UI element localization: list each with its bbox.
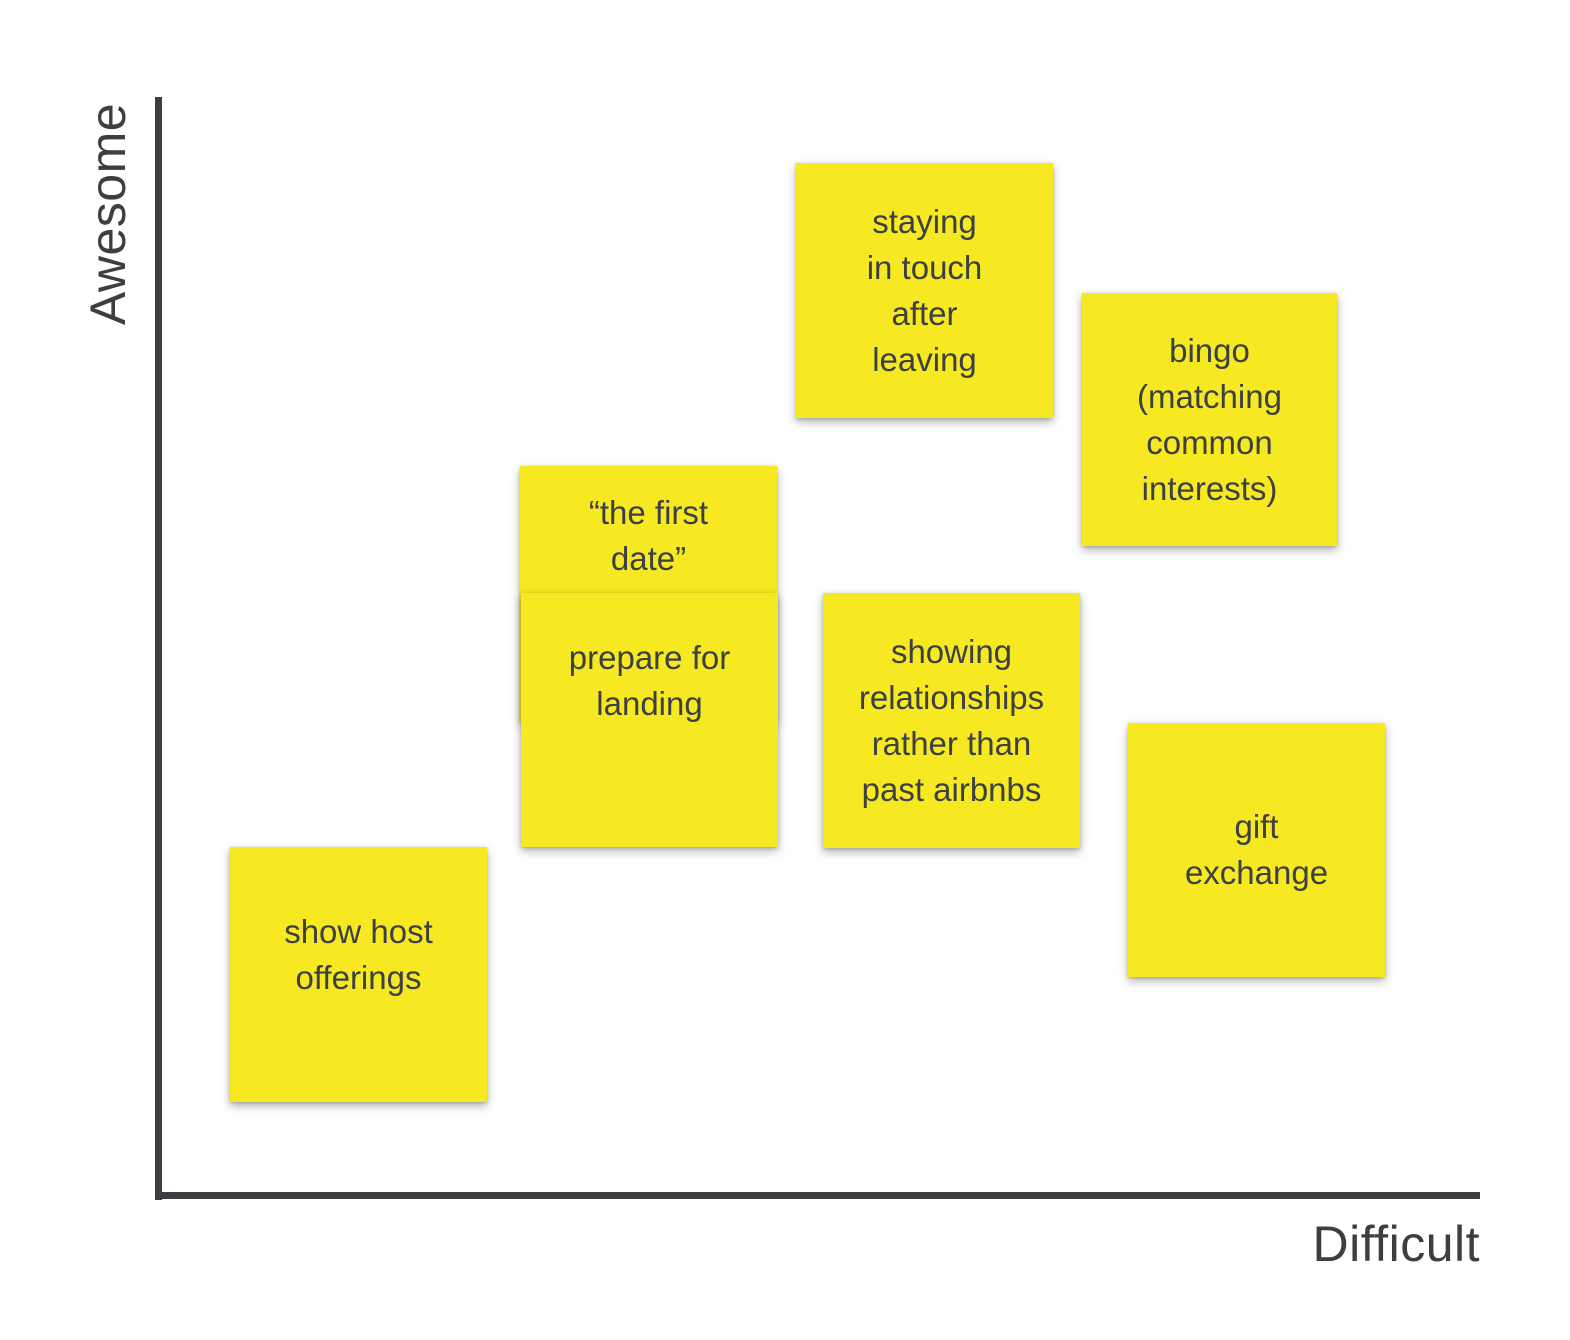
sticky-note-text: show host offerings	[284, 912, 433, 996]
sticky-note-prepare-for-landing[interactable]: prepare for landing	[521, 593, 778, 847]
sticky-note-text: showing relationships rather than past a…	[858, 632, 1045, 808]
sticky-note-gift-exchange[interactable]: gift exchange	[1128, 723, 1385, 977]
sticky-note-bingo-matching-common-interests[interactable]: bingo (matching common interests)	[1082, 293, 1337, 546]
x-axis-label: Difficult	[1312, 1216, 1480, 1272]
y-axis-line	[155, 97, 162, 1200]
sticky-note-text: staying in touch after leaving	[866, 202, 983, 378]
sticky-note-show-host-offerings[interactable]: show host offerings	[230, 847, 487, 1102]
sticky-note-showing-relationships[interactable]: showing relationships rather than past a…	[823, 593, 1080, 848]
sticky-note-text: “the first date”	[588, 494, 709, 577]
sticky-note-text: gift exchange	[1184, 808, 1329, 891]
sticky-note-text: bingo (matching common interests)	[1137, 331, 1282, 507]
sticky-note-text: prepare for landing	[568, 639, 731, 722]
x-axis-line	[155, 1192, 1480, 1199]
y-axis-label: Awesome	[80, 102, 136, 326]
sticky-note-staying-in-touch[interactable]: staying in touch after leaving	[796, 163, 1053, 418]
